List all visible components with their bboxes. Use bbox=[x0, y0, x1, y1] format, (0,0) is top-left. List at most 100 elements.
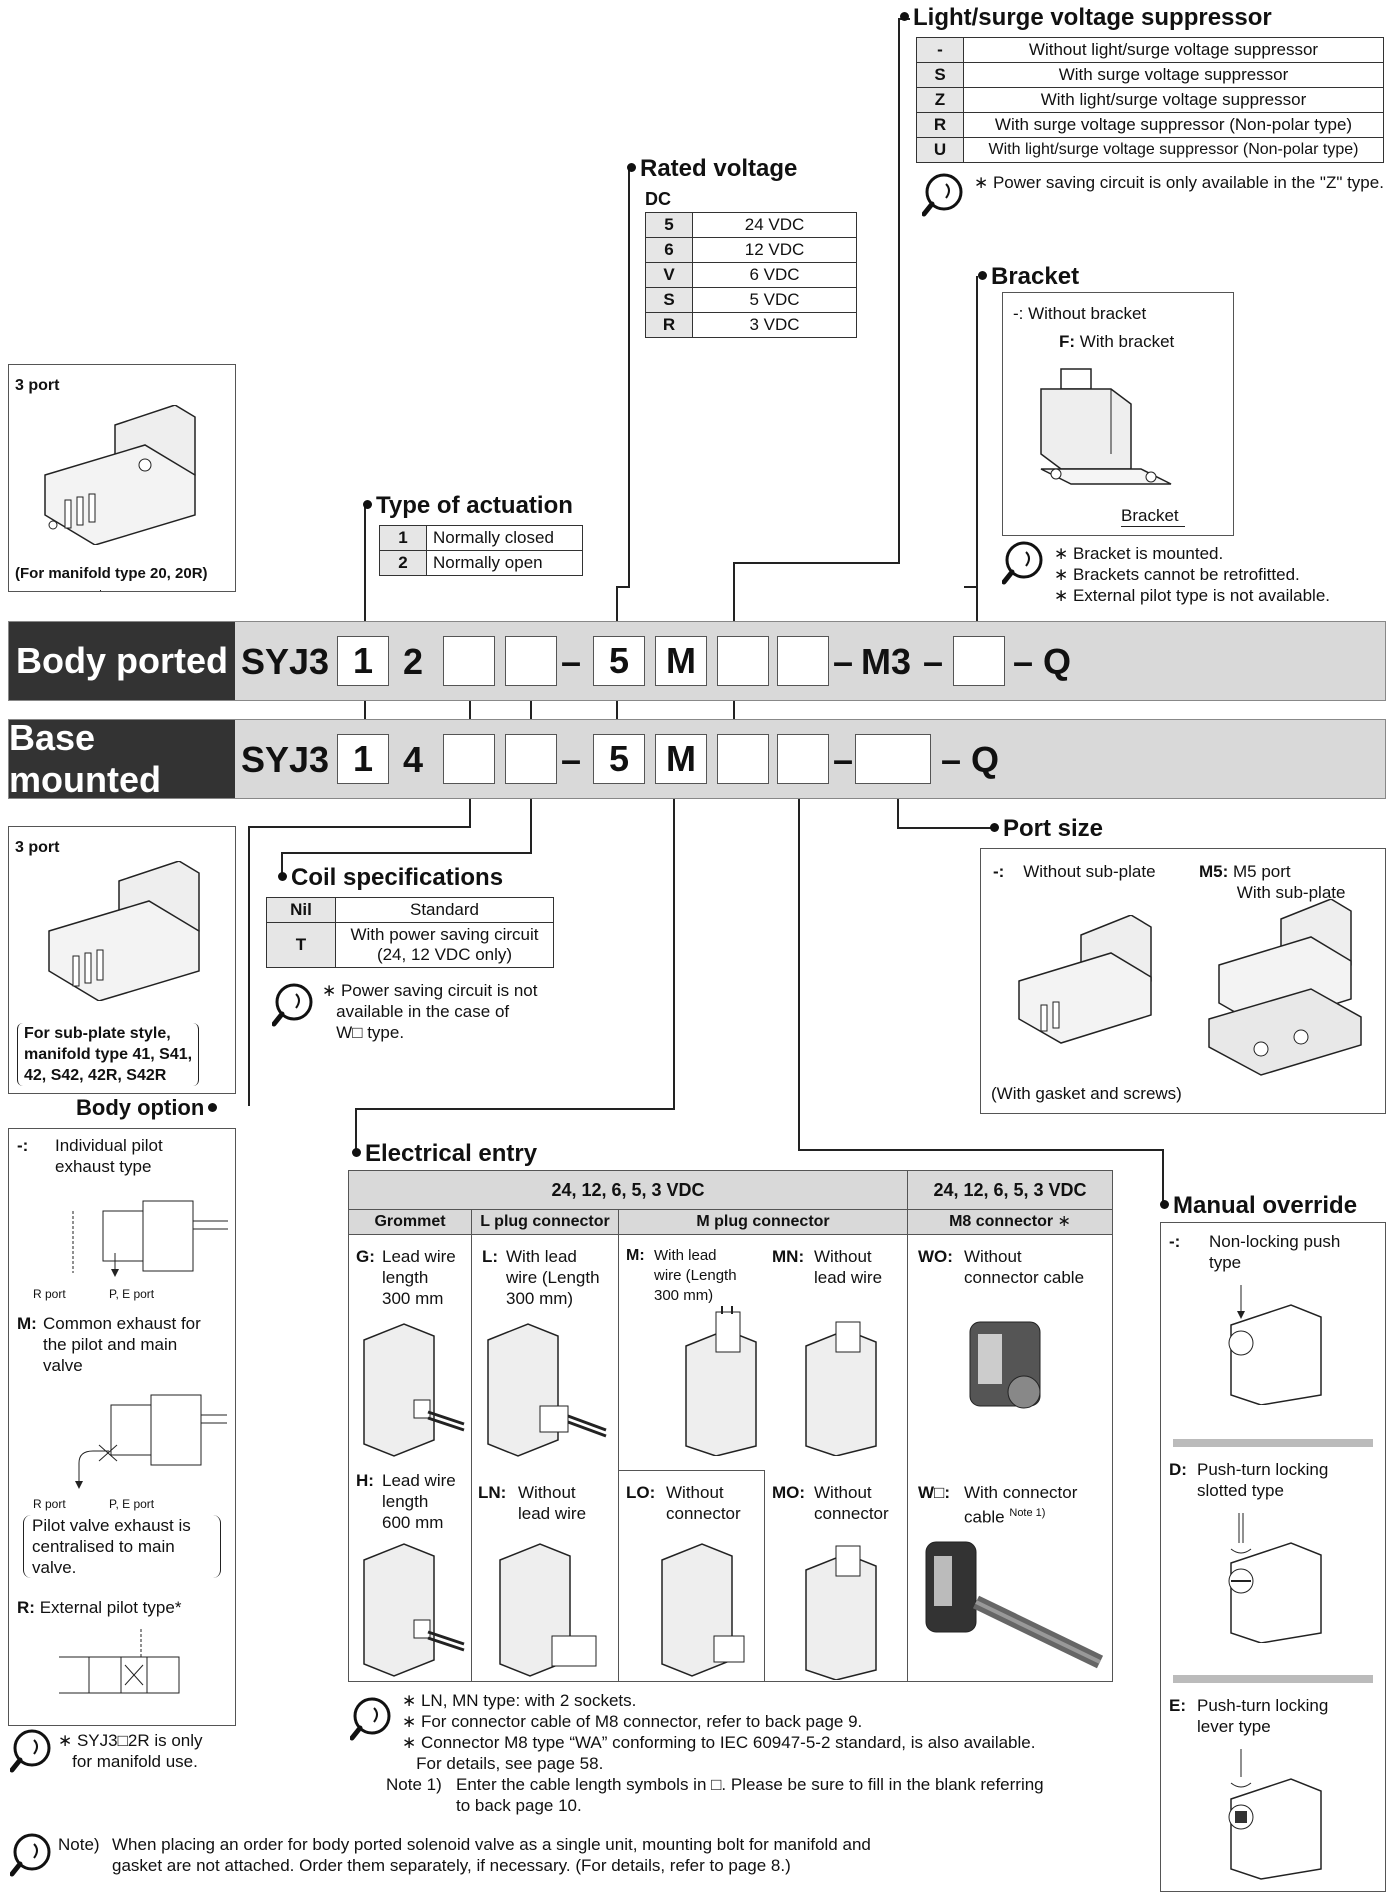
code-m3: M3 bbox=[861, 641, 912, 682]
code-q: Q bbox=[971, 739, 1000, 780]
grommet-h-valve-illustration bbox=[363, 1543, 465, 1677]
body-option-note: ∗ SYJ3□2R is only for manifold use. bbox=[58, 1731, 203, 1771]
base-mounted-label: Base mounted bbox=[9, 717, 235, 800]
common-exhaust-diagram bbox=[75, 1394, 227, 1489]
code-dash: – bbox=[941, 739, 962, 780]
r-port-label: R port bbox=[33, 1287, 66, 1301]
magnifier-icon bbox=[350, 1696, 398, 1744]
code-digit: 4 bbox=[403, 739, 424, 780]
valve-3port-illustration bbox=[48, 861, 200, 1001]
code-voltage-box: 5 bbox=[593, 734, 645, 784]
body-ported-band: Body ported SYJ3 1 2 – 5 M – M3 – – Q bbox=[8, 621, 1386, 701]
pe-port-label: P, E port bbox=[109, 1497, 155, 1511]
code-port-box bbox=[855, 734, 931, 784]
bracket-opt-f: F: With bracket bbox=[1059, 332, 1175, 351]
actuation-title: Type of actuation bbox=[363, 492, 573, 520]
code-dash: – bbox=[923, 641, 944, 682]
port-size-title: Port size bbox=[990, 815, 1103, 843]
code-voltage-box: 5 bbox=[593, 636, 645, 686]
m8-w-illustration bbox=[925, 1541, 1104, 1669]
coil-title: Coil specifications bbox=[278, 864, 503, 892]
code-entry-box: M bbox=[655, 636, 707, 686]
bracket-title: Bracket bbox=[978, 263, 1079, 291]
port3-top-caption: (For manifold type 20, 20R) bbox=[15, 565, 208, 582]
col-grommet: Grommet bbox=[348, 1209, 472, 1235]
bracket-valve-illustration bbox=[1040, 368, 1172, 485]
push-turn-slotted-icon bbox=[1228, 1513, 1322, 1643]
code-blank-box bbox=[777, 636, 829, 686]
port-size-caption: (With gasket and screws) bbox=[991, 1084, 1182, 1103]
ln-valve-illustration bbox=[499, 1543, 597, 1677]
body-option-title: Body option bbox=[76, 1095, 218, 1121]
code-dash: – bbox=[1013, 641, 1034, 682]
magnifier-icon bbox=[272, 982, 320, 1030]
code-actuation-box: 1 bbox=[337, 734, 389, 784]
code-blank-box bbox=[443, 734, 495, 784]
valve-no-subplate-illustration bbox=[1018, 915, 1152, 1044]
grommet-valve-illustration bbox=[363, 1323, 465, 1457]
base-mounted-band: Base mounted SYJ3 1 4 – 5 M – – Q bbox=[8, 717, 1386, 800]
code-blank-box bbox=[505, 734, 557, 784]
col-l-plug: L plug connector bbox=[471, 1209, 619, 1235]
port3-bottom-label: 3 port bbox=[15, 839, 60, 856]
m8-cell bbox=[907, 1234, 1113, 1682]
port-size-opt-none: -: Without sub-plate bbox=[993, 862, 1156, 881]
manual-title: Manual override bbox=[1160, 1192, 1357, 1220]
l-plug-valve-illustration bbox=[487, 1323, 607, 1457]
code-blank-box bbox=[717, 636, 769, 686]
code-blank-box bbox=[505, 636, 557, 686]
code-blank-box bbox=[443, 636, 495, 686]
mo-valve-illustration bbox=[805, 1545, 877, 1680]
lo-valve-illustration bbox=[661, 1543, 745, 1677]
rated-voltage-dc: DC bbox=[645, 189, 671, 209]
bracket-notes: ∗ Bracket is mounted. ∗ Brackets cannot … bbox=[1054, 544, 1331, 605]
m8-wo-illustration bbox=[969, 1321, 1041, 1409]
code-actuation-box: 1 bbox=[337, 636, 389, 686]
code-entry-box: M bbox=[655, 734, 707, 784]
non-locking-push-icon bbox=[1228, 1285, 1322, 1405]
code-dash: – bbox=[561, 641, 582, 682]
body-option-external: R: External pilot type* bbox=[17, 1598, 182, 1617]
light-surge-title: Light/surge voltage suppressor bbox=[900, 4, 1272, 32]
pe-port-label: P, E port bbox=[109, 1287, 155, 1301]
r-port-label: R port bbox=[33, 1497, 66, 1511]
electrical-header-left: 24, 12, 6, 5, 3 VDC bbox=[348, 1170, 908, 1210]
light-surge-note: ∗ Power saving circuit is only available… bbox=[974, 173, 1384, 192]
coil-note: ∗ Power saving circuit is not available … bbox=[322, 981, 538, 1042]
magnifier-icon bbox=[922, 172, 970, 220]
push-turn-lever-icon bbox=[1228, 1749, 1322, 1880]
code-dash: – bbox=[833, 739, 854, 780]
bracket-opt-none: -: Without bracket bbox=[1013, 304, 1147, 323]
magnifier-icon bbox=[10, 1728, 58, 1776]
mn-valve-illustration bbox=[805, 1321, 877, 1456]
valve-3port-illustration bbox=[44, 405, 196, 545]
model-prefix: SYJ3 bbox=[241, 739, 330, 780]
valve-with-subplate-illustration bbox=[1208, 899, 1362, 1076]
code-blank-box bbox=[717, 734, 769, 784]
code-blank-box bbox=[777, 734, 829, 784]
bracket-callout: Bracket bbox=[1121, 505, 1185, 527]
electrical-header-right: 24, 12, 6, 5, 3 VDC bbox=[907, 1170, 1113, 1210]
port3-bottom-panel: 3 port For sub-plate style, manifold typ… bbox=[8, 826, 236, 1094]
model-prefix: SYJ3 bbox=[241, 641, 330, 682]
code-digit: 2 bbox=[403, 641, 424, 682]
code-bracket-box bbox=[953, 636, 1005, 686]
electrical-title: Electrical entry bbox=[352, 1140, 537, 1168]
code-dash: – bbox=[561, 739, 582, 780]
port3-top-label: 3 port bbox=[15, 377, 60, 394]
